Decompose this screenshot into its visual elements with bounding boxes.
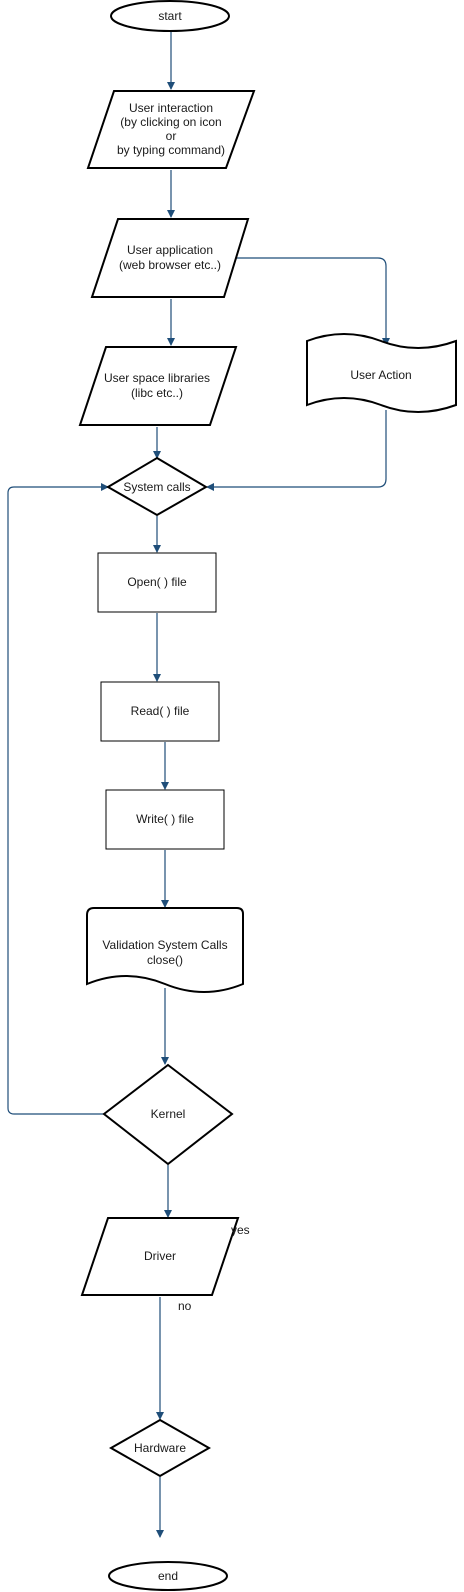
edges [7, 32, 390, 1538]
node-end: end [108, 1561, 228, 1591]
validation-label-line-1: Validation System Calls [102, 938, 227, 952]
user-interaction-label-line-3: or [166, 129, 177, 143]
user-action-label: User Action [350, 368, 411, 382]
user-space-libraries-label-line-2: (libc etc..) [131, 386, 183, 400]
hardware-decision-diamond [108, 1418, 212, 1478]
node-validation: Validation System Calls close() [86, 907, 244, 993]
edge-label-yes: yes [231, 1223, 250, 1237]
node-kernel: Kernel [102, 1063, 234, 1166]
validation-document-shape [86, 907, 244, 993]
write-file-process-box [105, 789, 225, 850]
user-space-libraries-label-line-1: User space libraries [104, 371, 210, 385]
user-interaction-label-line-1: User interaction [129, 101, 213, 115]
node-write-file: Write( ) file [105, 789, 225, 850]
start-terminator-shape [110, 0, 230, 32]
node-driver: Driver [80, 1217, 240, 1296]
start-label: start [158, 9, 182, 23]
system-calls-label: System calls [123, 480, 190, 494]
user-action-document-shape [306, 333, 457, 413]
open-file-process-box [97, 552, 217, 613]
node-read-file: Read( ) file [100, 681, 220, 742]
read-file-label: Read( ) file [131, 704, 190, 718]
node-user-interaction: User interaction (by clicking on icon or… [86, 90, 256, 169]
open-file-label: Open( ) file [127, 575, 187, 589]
end-label: end [158, 1569, 178, 1583]
edge-user-action-to-system-calls [206, 410, 387, 491]
driver-parallelogram [80, 1217, 240, 1296]
node-user-action: User Action [306, 333, 457, 413]
read-file-process-box [100, 681, 220, 742]
system-calls-decision-diamond [106, 456, 208, 517]
user-application-label-line-1: User application [127, 243, 213, 257]
user-interaction-label-line-4: by typing command) [117, 143, 225, 157]
validation-label-line-2: close() [147, 953, 183, 967]
user-interaction-parallelogram [86, 90, 256, 169]
end-terminator-shape [108, 1561, 228, 1591]
node-user-application: User application (web browser etc..) [90, 218, 250, 298]
node-open-file: Open( ) file [97, 552, 217, 613]
node-user-space-libraries: User space libraries (libc etc..) [78, 346, 238, 426]
edge-label-no: no [178, 1299, 192, 1313]
edge-kernel-loop-to-system-calls [7, 483, 109, 1115]
write-file-label: Write( ) file [136, 812, 194, 826]
node-hardware: Hardware [108, 1418, 212, 1478]
edge-application-to-user-action [235, 257, 390, 346]
user-application-parallelogram [90, 218, 250, 298]
user-interaction-label-line-2: (by clicking on icon [120, 115, 221, 129]
node-start: start [110, 0, 230, 32]
user-space-libraries-parallelogram [78, 346, 238, 426]
driver-label: Driver [144, 1249, 176, 1263]
kernel-decision-diamond [102, 1063, 234, 1166]
node-system-calls: System calls [106, 456, 208, 517]
kernel-label: Kernel [151, 1107, 186, 1121]
user-application-label-line-2: (web browser etc..) [119, 258, 221, 272]
hardware-label: Hardware [134, 1441, 186, 1455]
